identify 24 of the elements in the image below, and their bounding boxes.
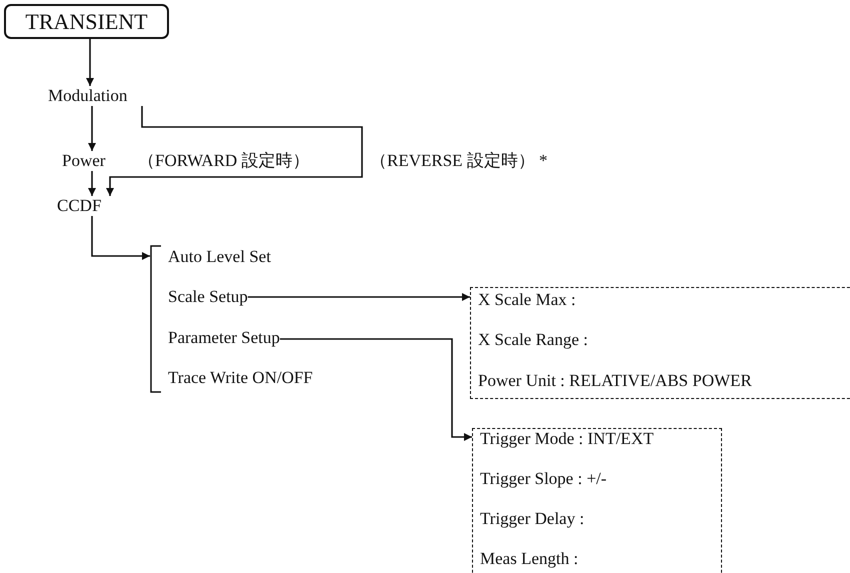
arrow (88, 106, 96, 151)
menu-label: Trigger Slope : +/- (480, 469, 607, 489)
menu-label: Power Unit : RELATIVE/ABS POWER (478, 371, 752, 391)
dashed-box (472, 428, 722, 573)
arrow (106, 106, 363, 196)
arrow (88, 171, 96, 196)
arrow (248, 293, 470, 301)
arrow (86, 39, 94, 86)
menu-label: Modulation (48, 86, 128, 106)
menu-label: Trace Write ON/OFF (168, 368, 313, 388)
menu-label: X Scale Range : (478, 330, 588, 350)
menu-label: Power (62, 151, 106, 171)
menu-label: Auto Level Set (168, 247, 271, 267)
menu-label: Trigger Mode : INT/EXT (480, 429, 654, 449)
dashed-box (470, 287, 850, 399)
menu-label: X Scale Max : (478, 290, 576, 310)
menu-label: Meas Length : (480, 549, 578, 569)
mode-box: TRANSIENT (4, 4, 169, 39)
menu-label: Trigger Delay : (480, 509, 584, 529)
arrow (280, 338, 472, 441)
menu-label: Scale Setup (168, 287, 248, 307)
arrow (91, 216, 150, 260)
menu-label: Parameter Setup (168, 328, 280, 348)
menu-label: CCDF (57, 196, 102, 216)
